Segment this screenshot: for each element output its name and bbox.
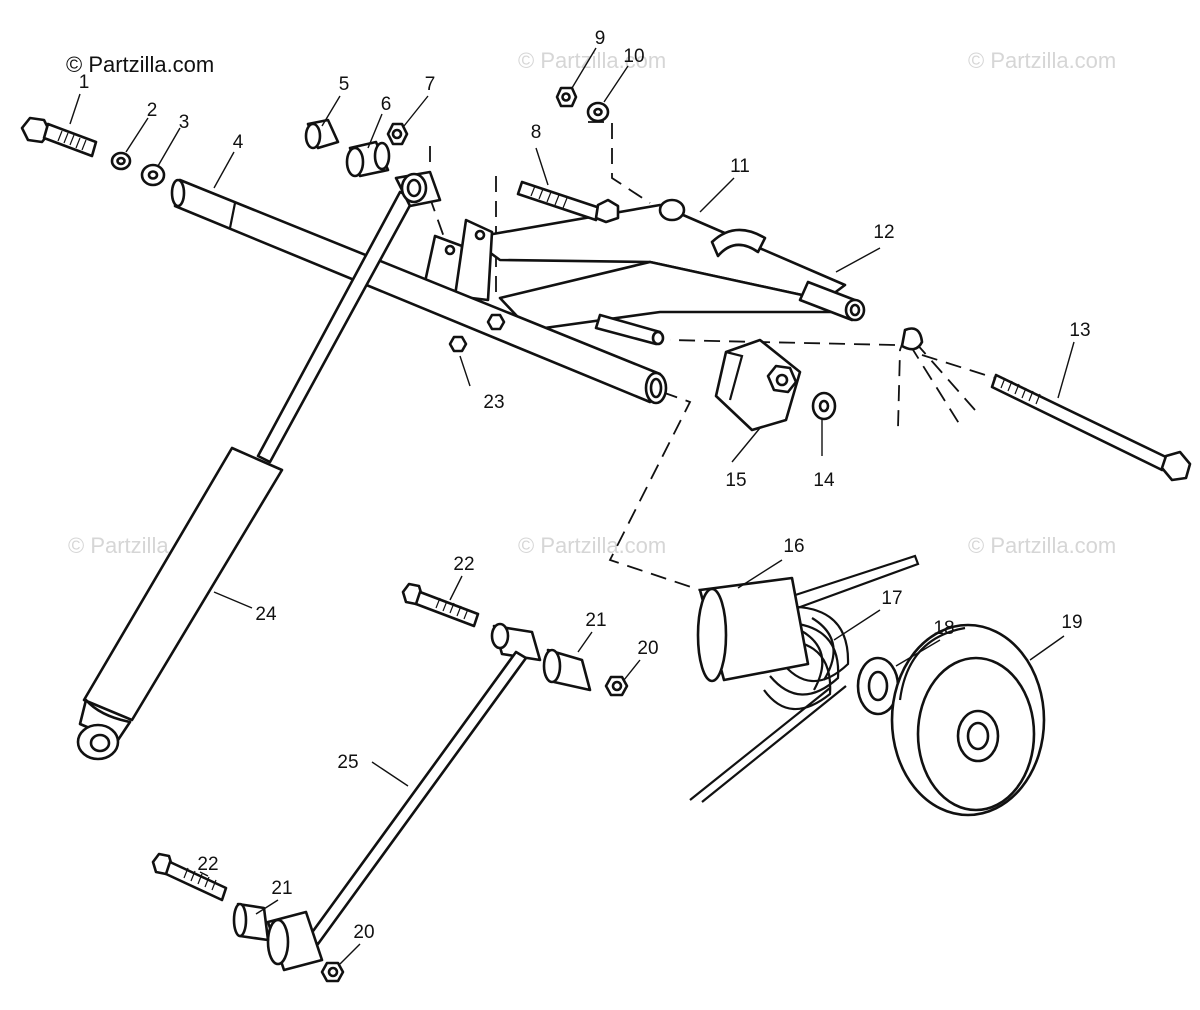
callout-17: 17 bbox=[881, 588, 902, 609]
part-2-lock-washer[interactable] bbox=[110, 151, 132, 171]
part-14-washer[interactable] bbox=[811, 391, 837, 421]
watermark-mid-center: © Partzilla.com bbox=[518, 533, 666, 558]
part-4-rear-axle-shaft[interactable] bbox=[170, 178, 668, 405]
part-9-nut[interactable] bbox=[555, 86, 578, 108]
part-11-a-arm[interactable] bbox=[468, 198, 847, 332]
shock-mount-bracket bbox=[423, 218, 494, 302]
part-6-spacer[interactable] bbox=[345, 140, 391, 178]
callout-4: 4 bbox=[233, 132, 244, 153]
callout-9: 9 bbox=[595, 28, 606, 49]
part-7-nut[interactable] bbox=[386, 122, 409, 146]
copyright-label: © Partzilla.com bbox=[66, 52, 214, 77]
part-20-nut-lower[interactable] bbox=[320, 961, 345, 983]
part-8-bolt[interactable] bbox=[516, 180, 620, 224]
callout-15: 15 bbox=[725, 470, 746, 491]
callout-20-upper: 20 bbox=[637, 638, 658, 659]
callout-23: 23 bbox=[483, 392, 504, 413]
part-22-bolt-upper[interactable] bbox=[401, 582, 480, 628]
part-3-washer[interactable] bbox=[140, 163, 166, 187]
part-1-bolt[interactable] bbox=[20, 116, 98, 158]
callout-1: 1 bbox=[79, 72, 90, 93]
part-19-idler-wheel[interactable] bbox=[890, 623, 1046, 817]
callout-7: 7 bbox=[425, 74, 436, 95]
part-20-nut-upper[interactable] bbox=[604, 675, 629, 697]
callout-22-lower: 22 bbox=[197, 854, 218, 875]
watermark-mid-right: © Partzilla.com bbox=[968, 533, 1116, 558]
callout-25: 25 bbox=[337, 752, 358, 773]
part-21-spacer-upper[interactable] bbox=[542, 648, 592, 692]
part-15-block[interactable] bbox=[714, 338, 802, 432]
callout-numbers: 1 2 3 4 5 6 7 8 9 10 11 12 13 14 15 16 1… bbox=[79, 28, 1091, 943]
callout-21-upper: 21 bbox=[585, 610, 606, 631]
callout-21-lower: 21 bbox=[271, 878, 292, 899]
callout-11: 11 bbox=[730, 156, 750, 177]
part-16-spindle[interactable] bbox=[696, 576, 810, 683]
callout-10: 10 bbox=[623, 46, 644, 67]
part-17-torsion-spring[interactable] bbox=[689, 554, 920, 803]
callout-leaders bbox=[69, 47, 1075, 965]
part-12-bushing[interactable] bbox=[798, 280, 866, 322]
callout-13: 13 bbox=[1069, 320, 1090, 341]
part-13-long-bolt[interactable] bbox=[990, 373, 1192, 482]
callout-20-lower: 20 bbox=[353, 922, 374, 943]
part-23-nut[interactable] bbox=[448, 313, 506, 353]
part-18-washer[interactable] bbox=[856, 656, 900, 716]
callout-3: 3 bbox=[179, 112, 190, 133]
callout-16: 16 bbox=[783, 536, 804, 557]
part-5-bushing[interactable] bbox=[304, 118, 340, 150]
callout-6: 6 bbox=[381, 94, 392, 115]
callout-8: 8 bbox=[531, 122, 542, 143]
callout-22-upper: 22 bbox=[453, 554, 474, 575]
watermark-top-right: © Partzilla.com bbox=[968, 48, 1116, 73]
cross-rod bbox=[594, 313, 665, 346]
callout-12: 12 bbox=[873, 222, 894, 243]
part-22-bolt-lower[interactable] bbox=[151, 852, 228, 902]
assembly-dashed-lines bbox=[429, 121, 996, 591]
part-10-washer[interactable] bbox=[586, 101, 610, 123]
callout-14: 14 bbox=[813, 470, 835, 491]
retaining-clip bbox=[900, 327, 924, 351]
part-25-tie-rod[interactable] bbox=[266, 622, 542, 972]
watermark-top-center: © Partzilla.com bbox=[518, 48, 666, 73]
callout-24: 24 bbox=[255, 604, 277, 625]
callout-5: 5 bbox=[339, 74, 350, 95]
part-21-spacer-lower[interactable] bbox=[232, 902, 270, 942]
callout-19: 19 bbox=[1061, 612, 1082, 633]
callout-18: 18 bbox=[933, 618, 954, 639]
callout-2: 2 bbox=[147, 100, 158, 121]
part-24-shock-absorber[interactable] bbox=[76, 170, 442, 761]
